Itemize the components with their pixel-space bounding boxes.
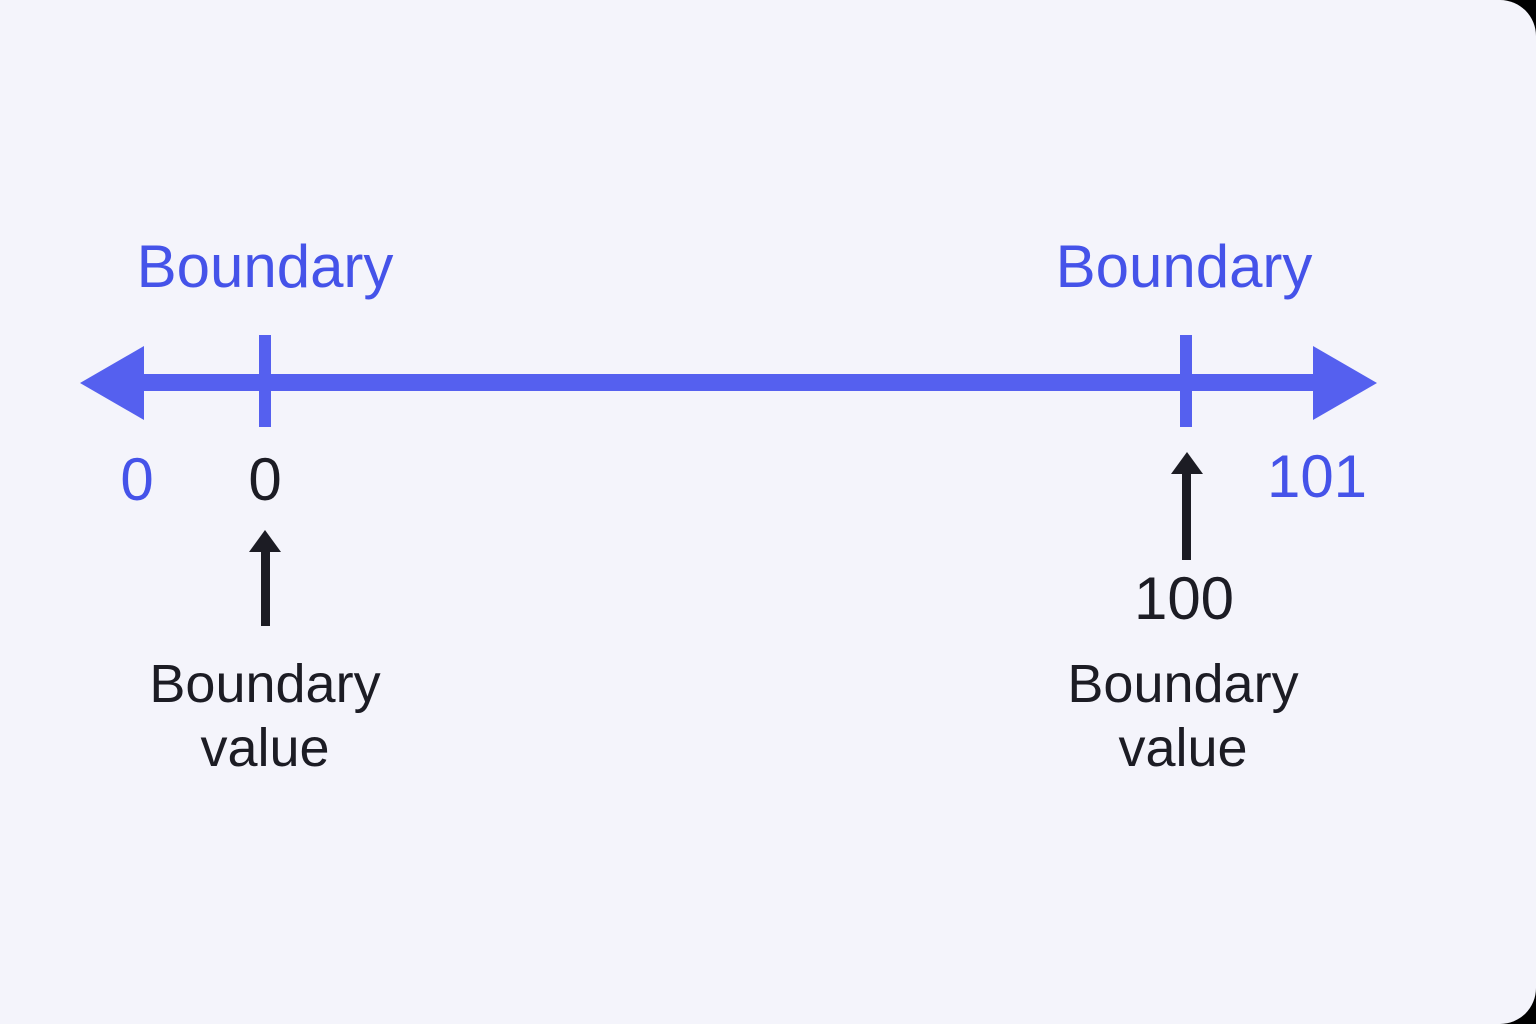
axis-arrowhead-right-icon (1313, 346, 1377, 420)
boundary-label-left: Boundary (136, 233, 394, 300)
tick-value-left: 0 (248, 446, 282, 513)
axis-end-label: 101 (1266, 443, 1368, 510)
axis-start-label: 0 (120, 446, 154, 513)
pointer-arrow-right-shaft (1182, 470, 1191, 560)
axis-line (130, 374, 1325, 391)
pointer-arrow-left-icon (249, 530, 281, 552)
caption-left: Boundary value (149, 654, 381, 778)
boundary-label-right: Boundary (1055, 233, 1313, 300)
tick-mark-left (259, 335, 271, 427)
pointer-arrow-right-icon (1171, 452, 1203, 474)
caption-right: Boundary value (1067, 654, 1299, 778)
tick-value-right: 100 (1133, 565, 1235, 632)
pointer-arrow-left-shaft (261, 548, 270, 626)
tick-mark-right (1180, 335, 1192, 427)
